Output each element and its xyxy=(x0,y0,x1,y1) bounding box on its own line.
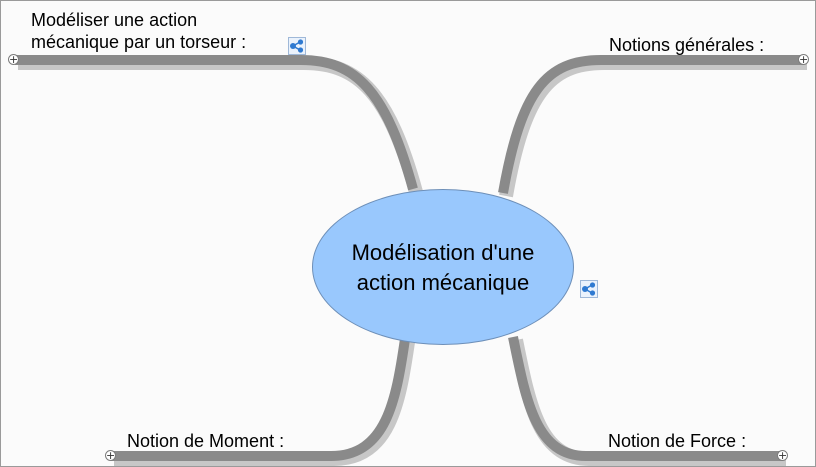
branch-top-right xyxy=(498,55,804,194)
central-topic-line2: action mécanique xyxy=(356,270,530,295)
linked-map-icon[interactable] xyxy=(288,37,306,55)
linked-map-icon[interactable] xyxy=(580,280,598,298)
topic-notion-force[interactable]: Notion de Force : xyxy=(608,431,747,451)
expand-plus-icon[interactable]: + xyxy=(798,53,809,66)
branch-bottom-left xyxy=(111,338,410,461)
expand-plus-icon[interactable]: + xyxy=(777,449,788,462)
topic-modeliser-line1: Modéliser une action xyxy=(31,10,198,30)
central-topic-line1: Modélisation d'une xyxy=(351,240,535,265)
central-topic-label: Modélisation d'une action mécanique xyxy=(352,236,535,298)
expand-plus-icon[interactable]: + xyxy=(105,449,116,462)
topic-modeliser-line2: mécanique par un torseur : xyxy=(31,32,247,52)
branch-top-left xyxy=(15,55,418,191)
topic-notions-generales[interactable]: Notions générales : xyxy=(609,35,765,55)
topic-notion-moment[interactable]: Notion de Moment : xyxy=(127,431,285,451)
topic-modeliser-torseur[interactable]: Modéliser une action mécanique par un to… xyxy=(31,9,246,53)
central-topic[interactable]: Modélisation d'une action mécanique xyxy=(312,189,574,345)
expand-plus-icon[interactable]: + xyxy=(8,53,19,66)
branch-bottom-right xyxy=(508,336,783,461)
